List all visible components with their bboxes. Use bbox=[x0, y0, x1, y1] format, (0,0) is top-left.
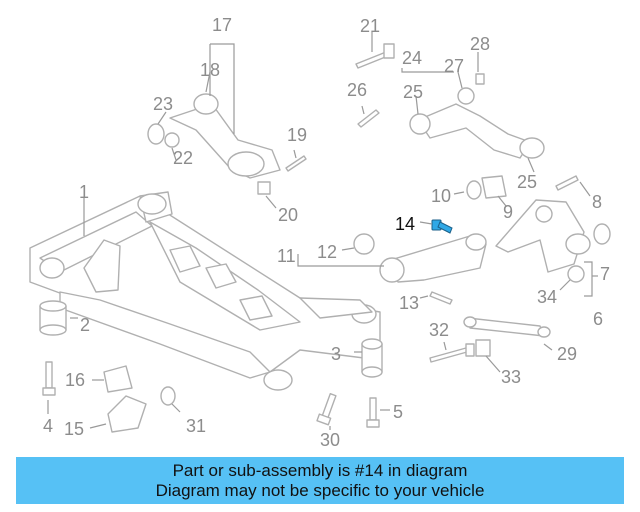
callout-16: 16 bbox=[65, 370, 85, 390]
callout-12: 12 bbox=[317, 242, 337, 262]
callout-1: 1 bbox=[79, 182, 89, 202]
highlighted-bolt-14 bbox=[431, 219, 453, 234]
bolt-32 bbox=[429, 343, 475, 363]
callout-17: 17 bbox=[212, 15, 232, 35]
upper-control-arm bbox=[169, 93, 281, 179]
callout-29: 29 bbox=[557, 344, 577, 364]
callout-25-upper: 25 bbox=[403, 82, 423, 102]
callout-10: 10 bbox=[431, 186, 451, 206]
callout-26: 26 bbox=[347, 80, 367, 100]
mount-15 bbox=[107, 395, 147, 433]
bolt-19 bbox=[285, 155, 307, 172]
callout-14: 14 bbox=[395, 214, 415, 234]
callout-33: 33 bbox=[501, 367, 521, 387]
caption-line-1: Part or sub-assembly is #14 in diagram bbox=[172, 461, 468, 480]
nut-20 bbox=[257, 181, 271, 195]
callout-23: 23 bbox=[153, 94, 173, 114]
bolt-8 bbox=[555, 175, 579, 191]
bushing-10 bbox=[466, 180, 482, 200]
bushing-2 bbox=[39, 300, 67, 336]
toe-link bbox=[463, 316, 551, 338]
bolt-30 bbox=[316, 392, 337, 426]
callout-20: 20 bbox=[278, 205, 298, 225]
callout-6: 6 bbox=[593, 309, 603, 329]
caption-bar: Part or sub-assembly is #14 in diagram D… bbox=[16, 457, 624, 504]
leader-lines bbox=[47, 32, 598, 430]
bushing-23 bbox=[147, 123, 165, 145]
bolt-13 bbox=[429, 291, 453, 305]
callout-30: 30 bbox=[320, 430, 340, 450]
bushing-34 bbox=[567, 265, 585, 283]
subframe bbox=[29, 191, 381, 391]
callout-8: 8 bbox=[592, 192, 602, 212]
callout-28: 28 bbox=[470, 34, 490, 54]
bolt-21 bbox=[355, 43, 395, 69]
caption-line-2: Diagram may not be specific to your vehi… bbox=[155, 481, 485, 500]
mount-16 bbox=[103, 365, 133, 393]
callout-21: 21 bbox=[360, 16, 380, 36]
bolt-26 bbox=[357, 109, 380, 128]
callout-5: 5 bbox=[393, 402, 403, 422]
callout-3: 3 bbox=[331, 344, 341, 364]
callout-24: 24 bbox=[402, 48, 422, 68]
knuckle bbox=[495, 199, 591, 273]
bushing-3 bbox=[361, 338, 383, 378]
callout-labels: 1 2 3 4 5 6 7 8 9 10 11 12 13 14 15 16 1… bbox=[43, 15, 610, 450]
callout-2: 2 bbox=[80, 315, 90, 335]
callout-7: 7 bbox=[600, 264, 610, 284]
callout-11: 11 bbox=[277, 246, 296, 266]
bushing-12 bbox=[353, 233, 375, 255]
parts-diagram: 1 2 3 4 5 6 7 8 9 10 11 12 13 14 15 16 1… bbox=[29, 15, 611, 450]
washer-22 bbox=[164, 132, 180, 148]
callout-25-lower: 25 bbox=[517, 172, 537, 192]
callout-15: 15 bbox=[64, 419, 84, 439]
rear-upper-arm bbox=[409, 73, 545, 159]
bolt-4 bbox=[42, 361, 56, 396]
callout-18: 18 bbox=[200, 60, 220, 80]
callout-34: 34 bbox=[537, 287, 557, 307]
bracket-9 bbox=[481, 175, 507, 199]
callout-4: 4 bbox=[43, 416, 53, 436]
callout-13: 13 bbox=[399, 293, 419, 313]
callout-32: 32 bbox=[429, 320, 449, 340]
lower-control-arm bbox=[379, 233, 487, 283]
bushing-7 bbox=[593, 223, 611, 245]
bracket-33 bbox=[475, 339, 491, 357]
callout-22: 22 bbox=[173, 148, 193, 168]
bolt-5 bbox=[366, 397, 380, 428]
callout-27: 27 bbox=[444, 56, 464, 76]
callout-9: 9 bbox=[503, 202, 513, 222]
callout-31: 31 bbox=[186, 416, 206, 436]
bushing-31 bbox=[160, 386, 176, 406]
callout-19: 19 bbox=[287, 125, 307, 145]
